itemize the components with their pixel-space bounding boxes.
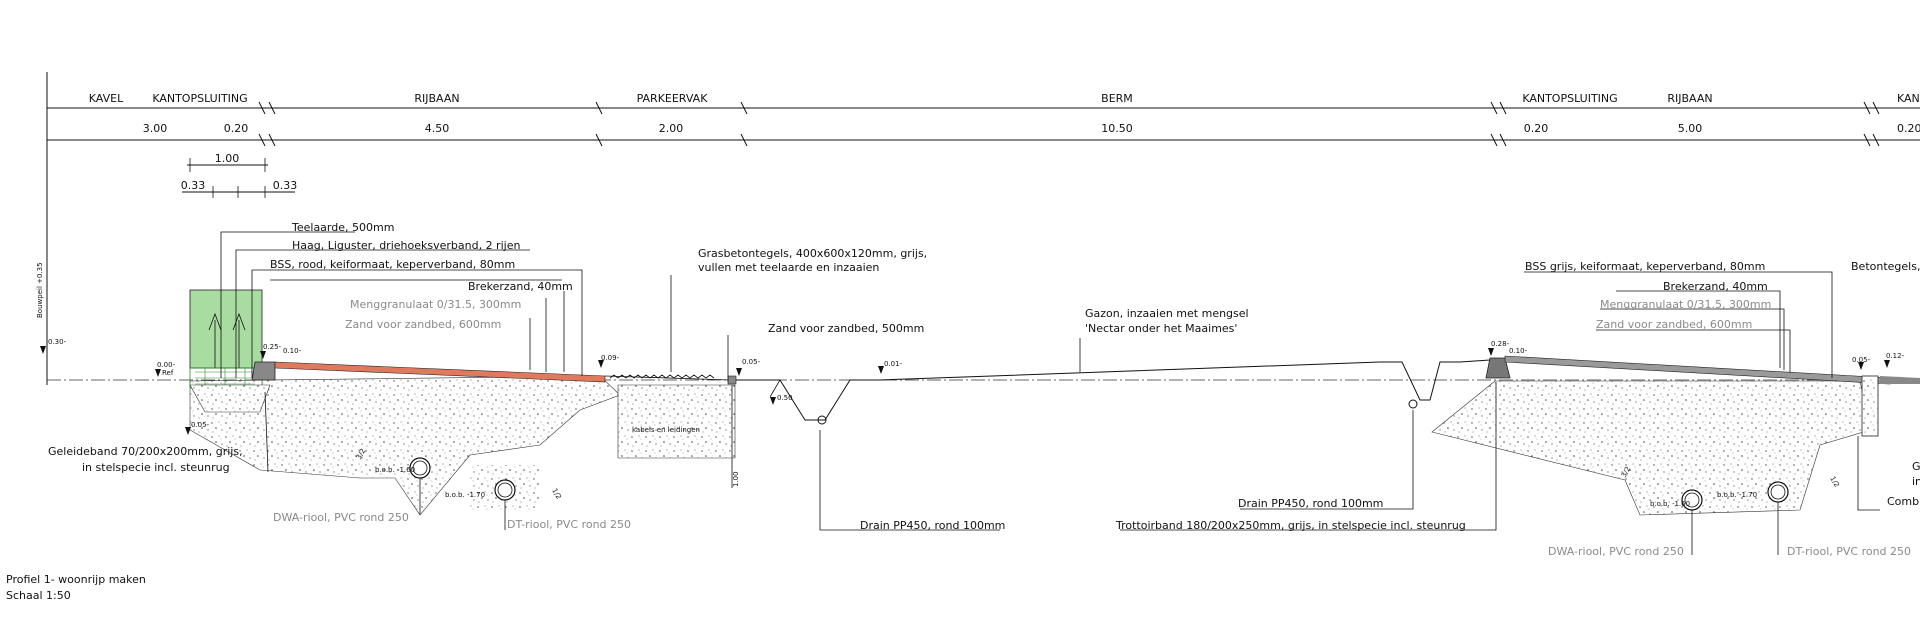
annotation: Grasbetontegels, 400x600x120mm, grijs, [698, 247, 927, 260]
vertical-building-level: Bouwpeil +0.35 [36, 262, 44, 318]
dimension-value: 2.00 [659, 122, 684, 135]
level-value: 0.01- [884, 360, 903, 368]
annotation: Drain PP450, rond 100mm [860, 519, 1005, 532]
guide-kerb-left [251, 361, 276, 381]
leader-lines-left [220, 231, 1497, 531]
depth-dimension: 1.00 [732, 471, 740, 487]
annotation: BSS grijs, keiformaat, keperverband, 80m… [1525, 260, 1765, 273]
hedge-block [189, 289, 263, 389]
red-paving-surface [274, 361, 606, 383]
dimension-lines [46, 72, 1920, 385]
dimension-value: 0.20 [1897, 122, 1920, 135]
annotation: Betontegels, [1851, 260, 1920, 273]
annotations-left: Teelaarde, 500mm Haag, Liguster, driehoe… [48, 221, 1249, 532]
right-edge-kerb [1861, 375, 1879, 437]
section-label: RIJBAAN [414, 92, 459, 105]
annotation: kabels en leidingen [632, 426, 700, 434]
annotation: DT-riool, PVC rond 250 [1787, 545, 1911, 558]
dimension-value: 10.50 [1101, 122, 1133, 135]
pipe-invert-level: b.o.b. -1.70 [445, 491, 485, 499]
level-value: 0.00- [157, 361, 176, 369]
level-value: 0.25- [263, 343, 282, 351]
drawing-title: Profiel 1- woonrijp maken [6, 573, 146, 586]
annotation: BSS, rood, keiformaat, keperverband, 80m… [270, 258, 515, 271]
level-value: 0.09- [601, 354, 620, 362]
section-label: PARKEERVAK [637, 92, 709, 105]
pipe-invert-level: b.o.b. -1.70 [1717, 491, 1757, 499]
dimension-value: 4.50 [425, 122, 450, 135]
section-label: KAVEL [89, 92, 124, 105]
sub-dimension-right: 0.33 [273, 179, 298, 192]
dimension-value: 0.20 [224, 122, 249, 135]
section-label: RIJBAAN [1667, 92, 1712, 105]
slope-label: 1/2 [550, 487, 563, 501]
level-value: 0.10- [283, 347, 302, 355]
annotation: Drain PP450, rond 100mm [1238, 497, 1383, 510]
level-value: 0.05- [191, 421, 210, 429]
dimension-value: 3.00 [143, 122, 168, 135]
foundation-left [189, 375, 736, 516]
annotation: Trottoirband 180/200x250mm, grijs, in st… [1115, 519, 1466, 532]
section-label: KANTOPSLUITING [152, 92, 247, 105]
annotations-right: BSS grijs, keiformaat, keperverband, 80m… [1115, 260, 1920, 558]
annotation: Comb [1887, 495, 1919, 508]
annotation: in [1912, 475, 1920, 488]
level-value: 0.28- [1491, 340, 1510, 348]
annotation: Zand voor zandbed, 500mm [768, 322, 924, 335]
annotation: Gazon, inzaaien met mengsel [1085, 307, 1249, 320]
annotation: DT-riool, PVC rond 250 [507, 518, 631, 531]
section-label: KANTOPSLUITING [1522, 92, 1617, 105]
level-value: 0.10- [1509, 347, 1528, 355]
level-value: 0.05- [1852, 356, 1871, 364]
dimension-ticks-row1 [258, 101, 1880, 115]
annotation: in stelspecie incl. steunrug [82, 461, 230, 474]
annotation: Brekerzand, 40mm [468, 280, 573, 293]
level-value: 0.30- [48, 338, 67, 346]
slope-label: 1/2 [1828, 475, 1841, 489]
level-value: Ref [162, 369, 174, 377]
curb-right [1485, 357, 1511, 379]
annotation: vullen met teelaarde en inzaaien [698, 261, 879, 274]
annotation: DWA-riool, PVC rond 250 [273, 511, 409, 524]
dimension-value: 0.20 [1524, 122, 1549, 135]
section-label: KAN [1897, 92, 1920, 105]
hedge-width-dimension: 1.00 [215, 152, 240, 165]
annotation: Menggranulaat 0/31.5, 300mm [350, 298, 521, 311]
level-value: 0.50 [777, 394, 793, 402]
annotation: DWA-riool, PVC rond 250 [1548, 545, 1684, 558]
dimension-values: 3.00 0.20 4.50 2.00 10.50 0.20 5.00 0.20… [143, 122, 1920, 192]
level-markers: 0.30- 0.00- Ref 0.25- 0.10- 0.09- 0.05- … [40, 338, 1905, 435]
dimension-ticks-row2 [258, 133, 1880, 147]
annotation: Zand voor zandbed, 600mm [1596, 318, 1752, 331]
annotation: Teelaarde, 500mm [291, 221, 394, 234]
berm-ground [736, 359, 1491, 425]
pipe-invert-level: b.o.b. -1.60 [375, 466, 415, 474]
annotation: 'Nectar onder het Maaimes' [1085, 322, 1237, 335]
pipe-invert-level: b.o.b. -1.60 [1650, 500, 1690, 508]
annotation: G [1912, 460, 1920, 473]
annotation: Brekerzand, 40mm [1663, 280, 1768, 293]
foundation-right [1431, 380, 1871, 516]
section-labels: KAVEL KANTOPSLUITING RIJBAAN PARKEERVAK … [89, 92, 1920, 105]
hedge-green-area [189, 289, 263, 369]
sub-dimension-left: 0.33 [181, 179, 206, 192]
annotation: Menggranulaat 0/31.5, 300mm [1600, 298, 1771, 311]
annotation: Haag, Liguster, driehoeksverband, 2 rije… [292, 239, 520, 252]
section-label: BERM [1101, 92, 1133, 105]
level-value: 0.12- [1886, 352, 1905, 360]
annotation: Geleideband 70/200x200mm, grijs, [48, 445, 243, 458]
grass-concrete-tiles [604, 374, 737, 385]
annotation: Zand voor zandbed, 600mm [345, 318, 501, 331]
drawing-scale: Schaal 1:50 [6, 589, 71, 602]
dimension-value: 5.00 [1678, 122, 1703, 135]
level-value: 0.05- [742, 358, 761, 366]
